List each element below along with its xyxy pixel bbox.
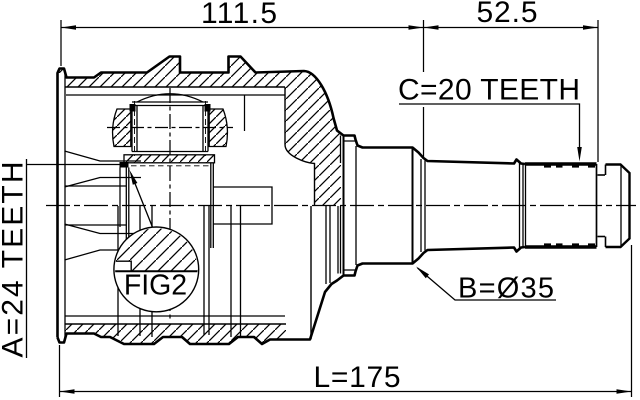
spline-teeth-ticks-rect6 [556,243,563,247]
fig2-detail-path2 [115,260,132,272]
label-outer-spline-path [399,103,581,147]
outer-spline-text: C=20 TEETH [398,74,580,107]
spider-hub [123,154,216,164]
dimension-overall-length-polygon2 [616,389,632,394]
roller-right [208,108,229,148]
label-outer-spline: C=20 TEETH [398,74,582,162]
spline-teeth-ticks-path5 [605,163,631,249]
spline-teeth-ticks-rect4 [588,164,595,168]
label-shaft-diameter-path [417,267,556,301]
dimension-overall-length-polygon [59,389,75,394]
dim-overall-length: L=175 [314,361,401,394]
spline-teeth-ticks-rect5 [544,243,551,247]
spline-teeth-ticks-rect [544,164,551,168]
dim-housing-length: 111.5 [201,0,277,30]
tripod-assembly [111,93,273,248]
housing-outline-upper [56,55,526,338]
spline-teeth-ticks-rect2 [556,164,563,168]
dimension-52-5: 52.5 [423,0,599,162]
dim-shaft-length: 52.5 [477,0,538,29]
dimension-111-5: 111.5 [60,0,425,157]
spline-teeth-ticks [544,164,595,247]
tripod-assembly-path15 [213,186,273,225]
spline-teeth-ticks-rect3 [572,164,579,168]
dimension-overall-length: L=175 [58,245,633,397]
housing-interior-lines [64,86,316,325]
roller-left [111,108,132,148]
label-outer-spline-polygon [577,147,582,162]
dimension-111-5-polygon [61,25,76,30]
fig2-arrowhead [129,170,138,185]
label-inner-spline: A=24 TEETH [0,159,120,358]
spline-teeth-ticks-rect8 [588,243,595,247]
spline-teeth-ticks-rect7 [572,243,579,247]
housing-outline [56,55,526,346]
snap-ring [119,162,129,168]
retainer-clip-right [204,104,211,112]
shaft-diameter-text: B=Ø35 [458,273,554,305]
inner-spline-text: A=24 TEETH [0,162,30,358]
fig2-label: FIG2 [124,270,187,302]
label-shaft-diameter-polygon [416,266,429,279]
housing-interior-lines-path11 [64,223,141,235]
shaft-details [342,135,527,276]
fig2-groove-lines [115,260,198,273]
label-shaft-diameter: B=Ø35 [416,266,556,305]
housing-interior-lines-path9 [64,176,141,188]
housing-interior-lines-path4 [284,144,316,206]
housing-outline-lower [56,245,526,346]
spline-section [525,162,631,249]
tripod-assembly-path [136,93,204,103]
dimension-52-5-polygon [423,25,439,30]
dimension-52-5-polygon2 [583,25,598,30]
retainer-clip-left [129,104,136,112]
dimension-111-5-polygon2 [408,25,424,30]
